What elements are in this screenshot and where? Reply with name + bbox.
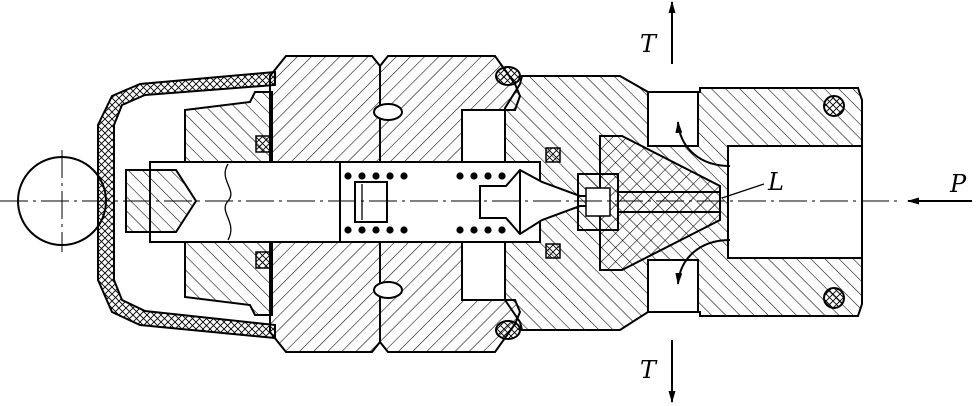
spring-left [344, 172, 408, 234]
label-port-top: T [640, 30, 658, 58]
spring-right [456, 172, 506, 234]
sleeve-bore [727, 145, 863, 259]
leader-l [721, 183, 765, 199]
plunger-tip [125, 169, 198, 233]
label-leader: L [767, 168, 784, 196]
spring-seat [354, 181, 388, 223]
label-port-right: P [949, 170, 967, 198]
lower-port-opening [647, 259, 699, 313]
upper-port-opening [647, 91, 699, 147]
label-port-bottom: T [640, 356, 658, 384]
o-rings [255, 66, 845, 340]
nozzle-tube [617, 191, 721, 213]
flow-arrows [675, 121, 731, 285]
